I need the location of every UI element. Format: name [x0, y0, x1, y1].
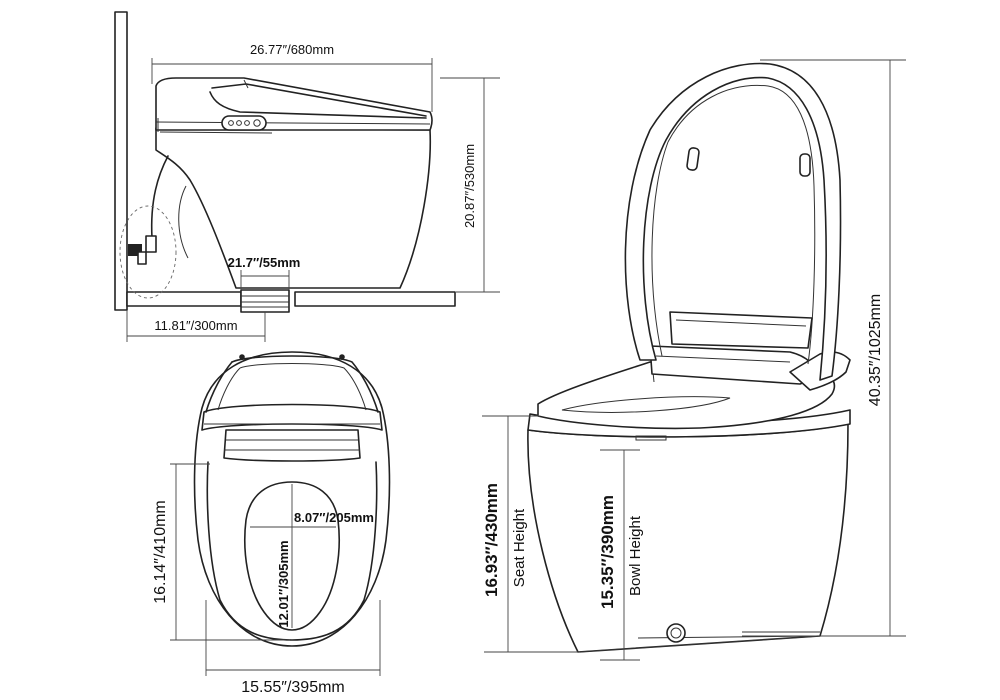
- valve-detail-circle: [119, 205, 177, 299]
- dim-outlet-width: 21.7″/55mm: [228, 255, 301, 290]
- top-rear-block: [223, 429, 361, 462]
- top-width-label: 15.55″/395mm: [241, 679, 345, 696]
- bowl-height-label: Bowl Height: [627, 515, 644, 596]
- outlet-width-label: 21.7″/55mm: [228, 255, 301, 270]
- supply-hose: [150, 155, 169, 239]
- seat-height-label: Seat Height: [511, 508, 528, 587]
- rough-in-label: 11.81″/300mm: [154, 318, 237, 333]
- perspective-bowl: [527, 423, 849, 653]
- bowl-height-value: 15.35″/390mm: [598, 495, 617, 609]
- perspective-view: 40.35″/1025mm 16.93″/430mm Seat Height 1…: [482, 59, 906, 661]
- floor-left: [126, 291, 242, 307]
- opening-length-label: 12.01″/305mm: [276, 540, 291, 627]
- dim-seat-height: 16.93″/430mm Seat Height: [482, 415, 580, 653]
- dim-side-height: 20.87″/530mm: [440, 77, 500, 293]
- dim-opening-length: 12.01″/305mm: [276, 484, 293, 628]
- floor-right: [294, 291, 456, 307]
- dim-total-length: 26.77″/680mm: [151, 42, 433, 112]
- total-length-label: 26.77″/680mm: [250, 42, 334, 57]
- wall: [114, 11, 128, 311]
- angle-valve: [128, 235, 157, 265]
- side-control-panel: [221, 115, 267, 131]
- top-view: 8.07″/205mm 12.01″/305mm 16.14″/410mm 15…: [152, 351, 391, 696]
- dim-opening-width: 8.07″/205mm: [250, 510, 374, 528]
- dim-top-width: 15.55″/395mm: [205, 600, 381, 696]
- side-view: 26.77″/680mm 20.87″/530mm 21.7″/55mm 11.…: [114, 11, 500, 342]
- opening-width-label: 8.07″/205mm: [294, 510, 374, 525]
- dim-top-length: 16.14″/410mm: [152, 463, 290, 641]
- perspective-open-lid: [624, 62, 842, 381]
- seat-height-value: 16.93″/430mm: [482, 483, 501, 597]
- dim-bowl-height: 15.35″/390mm Bowl Height: [598, 449, 644, 661]
- side-body: [155, 127, 432, 289]
- dim-total-height: 40.35″/1025mm: [742, 59, 906, 637]
- outlet-flange: [240, 289, 290, 313]
- top-length-label: 16.14″/410mm: [152, 500, 169, 604]
- power-button: [666, 623, 686, 643]
- total-height-label: 40.35″/1025mm: [867, 294, 884, 406]
- side-height-label: 20.87″/530mm: [462, 144, 477, 228]
- dim-rough-in: 11.81″/300mm: [126, 310, 266, 342]
